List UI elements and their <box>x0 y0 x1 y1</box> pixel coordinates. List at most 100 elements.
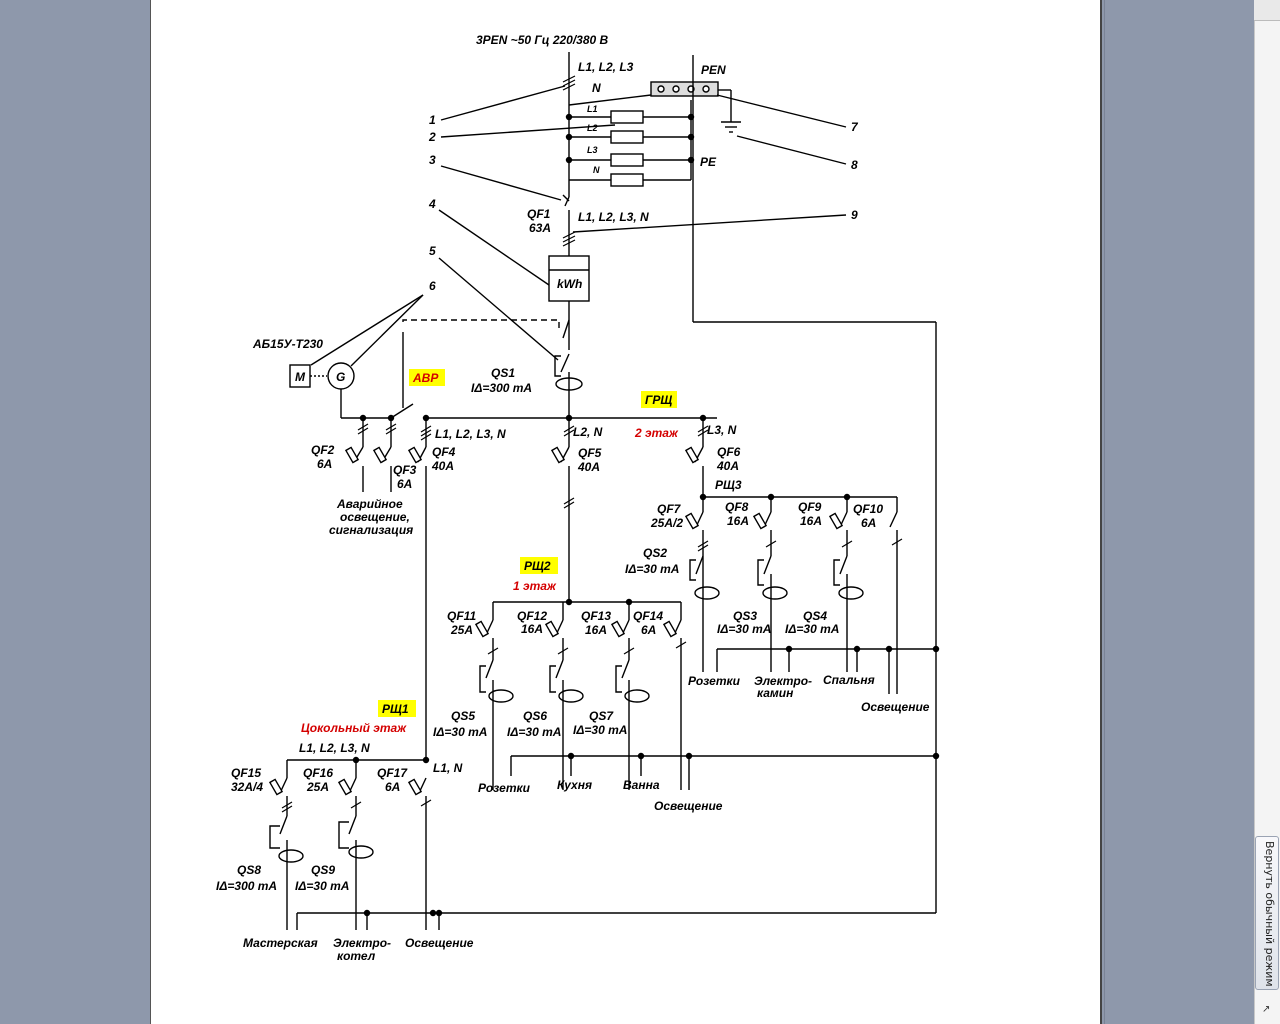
emergency-line-3: сигнализация <box>329 523 413 537</box>
qf5-rating: 40A <box>577 460 600 474</box>
meter-label: kWh <box>557 277 582 291</box>
rsh1-load-boiler-2: котел <box>337 949 376 963</box>
qs9-rating: IΔ=30 mA <box>295 879 349 893</box>
n-label: N <box>592 81 601 95</box>
rsh1-bus-label: L1, L2, L3, N <box>299 741 370 755</box>
restore-normal-mode-button[interactable]: Вернуть обычный режим <box>1255 836 1279 990</box>
qf4-rating: 40A <box>431 459 454 473</box>
qs6-label: QS6 <box>523 709 547 723</box>
qs5-rating: IΔ=30 mA <box>433 725 487 739</box>
spd-l2-label: L2 <box>587 123 598 133</box>
rsh3-load-bedroom: Спальня <box>823 673 875 687</box>
qf1-lines-label: L1, L2, L3, N <box>578 210 649 224</box>
qf16-rating: 25A <box>306 780 329 794</box>
qf10-rating: 6A <box>861 516 876 530</box>
qs2-label: QS2 <box>643 546 667 560</box>
qf2-rating: 6A <box>317 457 332 471</box>
qf17-label: QF17 <box>377 766 408 780</box>
rsh1-load-lighting: Освещение <box>405 936 474 950</box>
qf14-label: QF14 <box>633 609 663 623</box>
floor2-label: 2 этаж <box>634 426 679 440</box>
callout-7: 7 <box>851 120 859 134</box>
avr-label: АВР <box>412 371 439 385</box>
qs2-rating: IΔ=30 mA <box>625 562 679 576</box>
qf10-label: QF10 <box>853 502 883 516</box>
qs8-rating: IΔ=300 mA <box>216 879 277 893</box>
rsh3-load-lighting: Освещение <box>861 700 930 714</box>
callout-3: 3 <box>429 153 436 167</box>
qf14-rating: 6A <box>641 623 656 637</box>
qf7-rating: 25A/2 <box>650 516 683 530</box>
qf11-label: QF11 <box>447 609 476 623</box>
bus-l2-label: L2, N <box>573 425 603 439</box>
rsh3-load-sockets: Розетки <box>688 674 741 688</box>
qs4-label: QS4 <box>803 609 827 623</box>
surge-protection-block: L1 L2 L3 N <box>565 100 695 187</box>
rsh3-load-fireplace-2: камин <box>757 686 794 700</box>
qf12-label: QF12 <box>517 609 547 623</box>
rsh3-label: РЩ3 <box>715 478 742 492</box>
qf15-label: QF15 <box>231 766 261 780</box>
restore-normal-mode-label: Вернуть обычный режим <box>1263 841 1276 987</box>
rsh2-load-bath: Ванна <box>623 778 660 792</box>
qf2-label: QF2 <box>311 443 335 457</box>
qf15-rating: 32A/4 <box>231 780 263 794</box>
callout-9: 9 <box>851 208 858 222</box>
grsh-label: ГРЩ <box>645 393 672 407</box>
qs8-label: QS8 <box>237 863 261 877</box>
rsh1-load-workshop: Мастерская <box>243 936 318 950</box>
bus-l1-label: L1, L2, L3, N <box>435 427 506 441</box>
callout-4: 4 <box>428 197 436 211</box>
floor1-label: 1 этаж <box>513 579 557 593</box>
energy-meter <box>548 255 590 302</box>
callout-2: 2 <box>428 130 436 144</box>
restore-arrow-icon: ↗ <box>1262 1004 1271 1015</box>
bus-l3-label: L3, N <box>707 423 737 437</box>
qf9-label: QF9 <box>798 500 822 514</box>
grsh-highlight <box>641 391 677 408</box>
qf3-rating: 6A <box>397 477 412 491</box>
rsh1-highlight <box>378 700 416 717</box>
rsh2-label: РЩ2 <box>524 559 551 573</box>
pen-label: PEN <box>701 63 726 77</box>
rsh1-label: РЩ1 <box>382 702 409 716</box>
qf4-label: QF4 <box>432 445 456 459</box>
motor-label: M <box>295 370 306 384</box>
callout-5: 5 <box>429 244 436 258</box>
basement-label: Цокольный этаж <box>301 721 407 735</box>
callout-8: 8 <box>851 158 858 172</box>
side-panel-header <box>1254 0 1280 21</box>
avr-highlight <box>409 369 445 386</box>
qf8-label: QF8 <box>725 500 749 514</box>
qf13-rating: 16A <box>585 623 607 637</box>
qf16-label: QF16 <box>303 766 333 780</box>
callout-1: 1 <box>429 113 436 127</box>
qf11-rating: 25A <box>450 623 473 637</box>
qs3-label: QS3 <box>733 609 757 623</box>
qf3-label: QF3 <box>393 463 417 477</box>
generator-model: АБ15У-Т230 <box>252 337 323 351</box>
qs3-rating: IΔ=30 mA <box>717 622 771 636</box>
rsh1-l1n-label: L1, N <box>433 761 463 775</box>
rsh2-load-sockets: Розетки <box>478 781 531 795</box>
generator-label: G <box>336 370 345 384</box>
callout-6: 6 <box>429 279 436 293</box>
qs6-rating: IΔ=30 mA <box>507 725 561 739</box>
qf12-rating: 16A <box>521 622 543 636</box>
emergency-line-2: освещение, <box>340 510 410 524</box>
qs4-rating: IΔ=30 mA <box>785 622 839 636</box>
rsh2-load-lighting: Освещение <box>654 799 723 813</box>
qs9-label: QS9 <box>311 863 335 877</box>
qs1-rating: IΔ=300 mA <box>471 381 532 395</box>
spd-n-label: N <box>593 165 600 175</box>
qf5-label: QF5 <box>578 446 602 460</box>
qf1-rating: 63A <box>529 221 551 235</box>
qf17-rating: 6A <box>385 780 400 794</box>
rsh2-highlight <box>520 557 558 574</box>
qs7-label: QS7 <box>589 709 614 723</box>
viewer-background-left <box>0 0 150 1024</box>
spd-l1-label: L1 <box>587 104 598 114</box>
phases-top-label: L1, L2, L3 <box>578 60 634 74</box>
qs7-rating: IΔ=30 mA <box>573 723 627 737</box>
spd-l3-label: L3 <box>587 145 598 155</box>
